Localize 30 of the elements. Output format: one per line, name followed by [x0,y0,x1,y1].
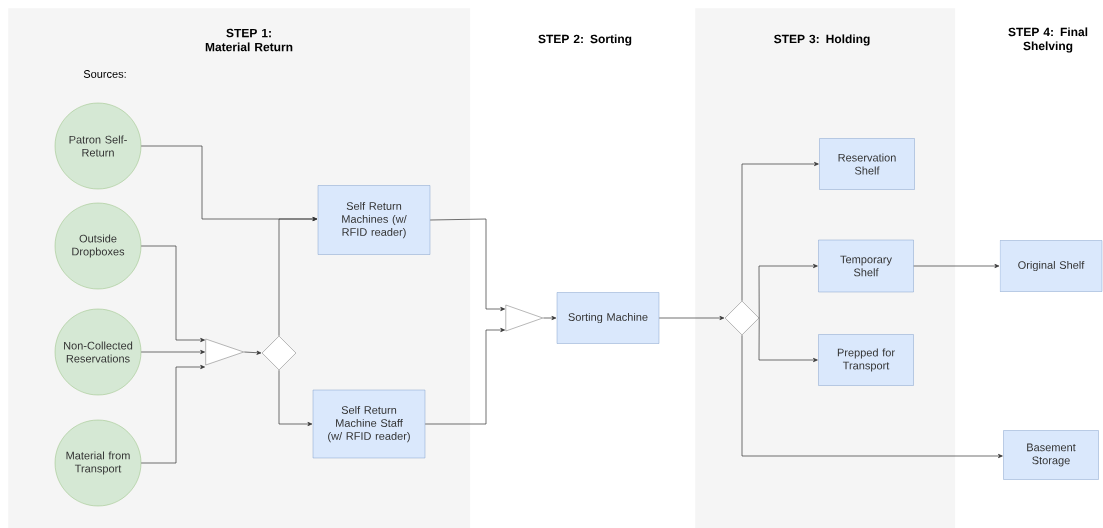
arrow [758,317,818,363]
step-heading: STEP 4: Final Shelving [1008,27,1088,53]
merge-triangle [505,304,543,332]
arrow [741,334,1003,459]
process-box: Prepped for Transport [818,334,914,386]
arrow [140,245,205,343]
arrow [424,327,506,425]
arrow [278,216,318,337]
arrow [658,315,725,321]
arrow [243,350,262,355]
process-box: Temporary Shelf [818,239,914,293]
process-box: Basement Storage [1003,430,1099,480]
process-box: Self Return Machines (w/ RFID reader) [317,185,431,255]
arrow [140,364,205,464]
process-box: Self Return Machine Staff (w/ RFID reader) [312,389,426,459]
merge-triangle [205,338,244,366]
process-box: Sorting Machine [556,292,660,344]
decision-diamond [724,300,760,336]
decision-diamond [261,335,297,371]
step-heading: STEP 2: Sorting [538,34,632,46]
arrow [758,263,818,319]
arrow [542,315,557,321]
arrow [429,218,506,312]
process-box: Reservation Shelf [819,138,915,190]
process-box: Original Shelf [999,240,1103,292]
arrow [913,263,1000,269]
arrow [278,369,313,427]
section-label: Sources: [83,70,126,78]
arrow [140,349,205,355]
arrow [741,161,819,302]
